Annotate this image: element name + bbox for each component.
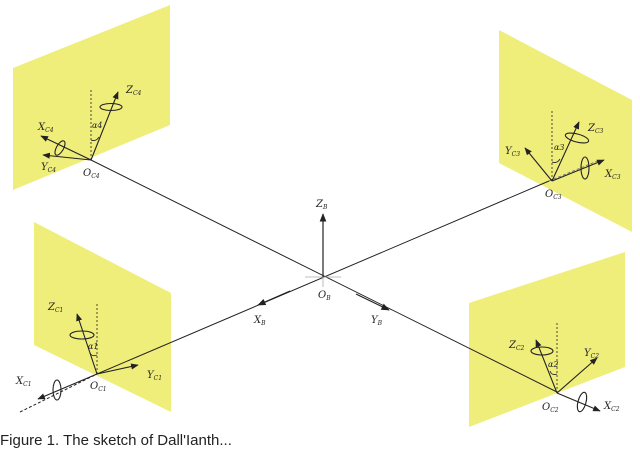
z-b-label: ZB — [315, 199, 328, 211]
camera-c4-frame — [40, 90, 123, 161]
svg-text:OC3: OC3 — [545, 189, 562, 201]
svg-text:ZC1: ZC1 — [47, 302, 63, 314]
svg-text:α1: α1 — [88, 342, 99, 351]
camera-plane-c3 — [499, 30, 632, 232]
camera-plane-c4 — [13, 5, 170, 190]
svg-text:YC4: YC4 — [41, 162, 56, 174]
svg-text:OC1: OC1 — [90, 381, 107, 393]
camera-plane-c1 — [34, 222, 171, 412]
svg-text:XC3: XC3 — [604, 169, 621, 181]
camera-plane-c2 — [469, 252, 625, 427]
y-b-label: YB — [371, 315, 383, 327]
svg-text:XC1: XC1 — [15, 376, 32, 388]
svg-text:XC4: XC4 — [37, 122, 54, 134]
x-b-arrow — [257, 290, 291, 306]
svg-text:ZC3: ZC3 — [587, 123, 604, 135]
y-b-arrow — [355, 293, 390, 311]
svg-text:α3: α3 — [554, 143, 565, 152]
svg-text:ZC2: ZC2 — [508, 340, 525, 352]
camera-c2-frame — [530, 321, 601, 413]
camera-c1-frame — [37, 303, 139, 401]
camera-c2-labels: ZC2 YC2 XC2 OC2 α2 — [508, 340, 620, 414]
svg-text:OC4: OC4 — [83, 168, 100, 180]
camera-c1-labels: ZC1 YC1 XC1 OC1 α1 — [15, 302, 162, 393]
body-frame: ZB OB XB YB — [253, 199, 390, 327]
svg-text:YC3: YC3 — [505, 146, 520, 158]
svg-text:ZC4: ZC4 — [125, 85, 142, 97]
camera-c3-frame — [524, 110, 605, 182]
camera-c3-labels: ZC3 YC3 XC3 OC3 α3 — [505, 123, 621, 201]
o-b-label: OB — [318, 290, 331, 302]
svg-text:α2: α2 — [548, 360, 559, 369]
svg-text:YC2: YC2 — [584, 348, 599, 360]
svg-text:YC1: YC1 — [147, 370, 162, 382]
x-b-label: XB — [253, 315, 266, 327]
svg-text:OC2: OC2 — [542, 402, 559, 414]
figure-caption: Figure 1. The sketch of Dall'Ianth... — [0, 432, 232, 449]
svg-text:α4: α4 — [92, 121, 103, 130]
camera-c4-labels: ZC4 XC4 YC4 OC4 α4 — [37, 85, 142, 180]
svg-text:XC2: XC2 — [603, 401, 620, 413]
